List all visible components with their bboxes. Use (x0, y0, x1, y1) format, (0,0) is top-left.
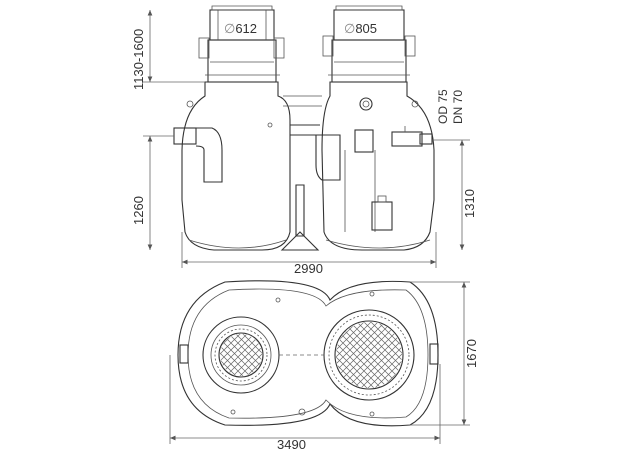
pipe-od-label: OD 75 (436, 89, 450, 124)
pipe-dn-label: DN 70 (451, 90, 465, 124)
height-left-label: 1260 (131, 196, 146, 225)
cover-left-label: ∅612 (224, 21, 257, 36)
height-right-label: 1310 (462, 189, 477, 218)
side-view (173, 5, 435, 251)
height-range-label: 1130-1600 (131, 29, 146, 90)
top-dimensions (169, 281, 470, 444)
top-view (177, 280, 439, 427)
cover-right-label: ∅805 (344, 21, 377, 36)
width-top-label: 3490 (277, 437, 306, 452)
side-dimensions (143, 10, 470, 268)
width-side-label: 2990 (294, 261, 323, 276)
depth-top-label: 1670 (464, 339, 479, 368)
